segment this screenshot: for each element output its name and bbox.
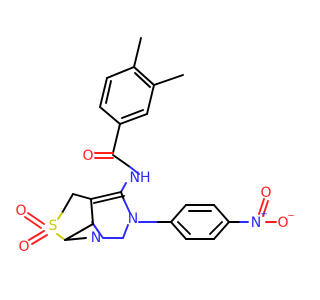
bond — [213, 204, 230, 223]
bond — [99, 106, 121, 125]
bond — [112, 123, 121, 154]
sulfone-sulfur-label: S — [49, 218, 58, 234]
bond — [99, 77, 108, 108]
methyl-bond-right — [153, 74, 184, 86]
double-bond-inner — [105, 80, 112, 104]
nitro-nitrogen-label: N — [251, 215, 261, 231]
bond — [112, 154, 131, 168]
nitro-double-bond — [262, 200, 269, 217]
double-bond-inner — [93, 195, 125, 204]
bond — [90, 198, 94, 225]
bond — [123, 199, 131, 214]
bond — [119, 113, 148, 125]
nitro-double-bond — [258, 198, 265, 215]
sulfone-double-bond — [31, 234, 48, 245]
amide-group — [94, 123, 140, 193]
bond — [146, 84, 155, 115]
sulfone-oxygen-upper-label: O — [15, 203, 26, 219]
bond — [122, 224, 129, 239]
pyrazole-n1-label: N — [91, 230, 101, 246]
bond — [120, 191, 125, 201]
nitro-group — [258, 198, 277, 223]
bond — [120, 182, 127, 193]
nitro-oxygen-right-label: O — [277, 215, 288, 231]
sulfone-oxygen-lower-label: O — [18, 239, 29, 255]
bond — [106, 66, 135, 79]
pyrazole-n2-label: N — [128, 211, 138, 227]
double-bond-inner — [209, 221, 223, 235]
bond — [170, 204, 187, 223]
nitro-oxygen-upper-label: O — [260, 185, 271, 201]
bond — [56, 233, 66, 241]
bond — [129, 166, 140, 175]
nitrophenyl-ring — [138, 204, 249, 240]
sulfone-double-bond — [24, 216, 42, 229]
amide-oxygen-label: O — [82, 148, 93, 164]
bond — [64, 223, 94, 241]
fused-bicyclic-core — [24, 191, 131, 245]
bond — [57, 212, 63, 220]
nitro-oxygen-charge: − — [287, 212, 295, 222]
bond — [61, 193, 74, 214]
double-bond-inner — [121, 109, 144, 119]
molecule-structure-diagram: O NH N N S O O N + O O − — [15, 37, 295, 255]
sulfone-double-bond — [28, 230, 45, 241]
nitro-nitrogen-charge: + — [260, 210, 268, 220]
bond — [64, 237, 87, 241]
bond — [213, 221, 230, 240]
bond — [133, 66, 155, 86]
double-bond-inner — [177, 221, 191, 235]
bond — [90, 191, 122, 200]
dimethylphenyl-ring — [99, 37, 184, 125]
bond — [72, 193, 92, 200]
amide-nh-label: NH — [130, 170, 151, 186]
double-bond-inner — [134, 72, 151, 88]
sulfone-double-bond — [27, 212, 45, 225]
methyl-bond-upper — [133, 37, 142, 68]
bond — [170, 221, 187, 240]
